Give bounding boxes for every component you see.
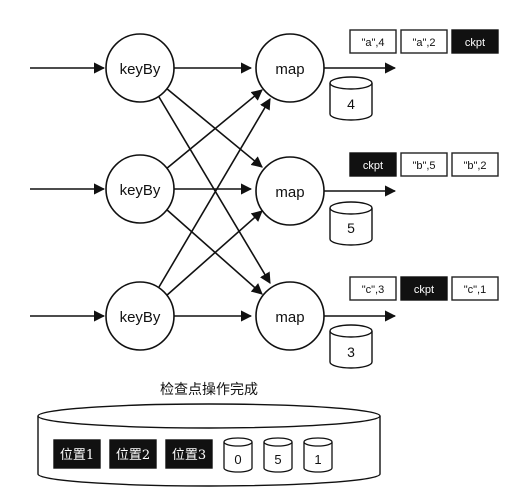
checkpoint-barrier: ckpt: [349, 152, 397, 177]
input-arrows: [30, 62, 106, 322]
map-label-3: map: [275, 309, 304, 326]
checkpoint-position: 位置1: [53, 439, 101, 469]
map-label-2: map: [275, 184, 304, 201]
record-label: "c",3: [362, 284, 384, 296]
state-cylinder-2: 5: [329, 201, 373, 246]
record-item: "a",2: [400, 29, 448, 54]
edge-k2-m3: [165, 208, 263, 295]
checkpoint-position-label: 位置1: [60, 448, 94, 463]
checkpoint-position: 位置3: [165, 439, 213, 469]
checkpoint-position: 位置2: [109, 439, 157, 469]
record-label: ckpt: [414, 284, 434, 296]
edge-k1-m2: [165, 87, 263, 168]
map-node-2: map: [255, 156, 325, 226]
edge-k3-m1: [158, 98, 271, 288]
edge-k3-m2: [165, 210, 263, 297]
edge-k2-m1: [165, 89, 263, 170]
map-label-1: map: [275, 61, 304, 78]
checkpoint-position-label: 位置3: [172, 448, 206, 463]
checkpoint-barrier: ckpt: [400, 276, 448, 301]
checkpoint-title: 检查点操作完成: [160, 382, 258, 398]
checkpoint-state-cylinder: 5: [263, 437, 293, 473]
checkpoint-state-cylinder: 0: [223, 437, 253, 473]
record-queues: "a",4 "a",2 ckpt ckpt "b",5 "b",2 "c",3 ckpt "c"…: [349, 29, 499, 301]
keyby-label-3: keyBy: [120, 309, 161, 326]
state-cylinder-1: 4: [329, 76, 373, 121]
record-item: "a",4: [349, 29, 397, 54]
state-value-1: 4: [347, 96, 355, 112]
state-value-3: 3: [347, 344, 355, 360]
record-label: "b",2: [463, 160, 486, 172]
shuffle-edges: [158, 62, 271, 322]
keyby-node-2: keyBy: [105, 154, 175, 224]
checkpoint-barrier: ckpt: [451, 29, 499, 54]
checkpoint-state-value: 5: [274, 452, 281, 467]
edge-k1-m3: [158, 96, 271, 284]
checkpoint-panel: 检查点操作完成 位置1 位置2 位置3 0 5 1: [37, 382, 381, 487]
checkpoint-positions: 位置1 位置2 位置3: [53, 439, 213, 469]
record-item: "c",3: [349, 276, 397, 301]
keyby-label-1: keyBy: [120, 61, 161, 78]
record-label: "c",1: [464, 284, 486, 296]
record-label: "a",2: [412, 37, 435, 49]
checkpoint-state-value: 1: [314, 452, 321, 467]
map-node-1: map: [255, 33, 325, 103]
output-arrows: [323, 62, 397, 322]
record-item: "b",2: [451, 152, 499, 177]
checkpoint-states: 0 5 1: [223, 437, 333, 473]
keyby-node-1: keyBy: [105, 33, 175, 103]
state-cylinder-3: 3: [329, 324, 373, 369]
map-node-3: map: [255, 281, 325, 351]
keyby-label-2: keyBy: [120, 182, 161, 199]
record-label: ckpt: [465, 37, 485, 49]
record-label: "a",4: [361, 37, 384, 49]
keyby-node-3: keyBy: [105, 281, 175, 351]
record-label: "b",5: [412, 160, 435, 172]
record-label: ckpt: [363, 160, 383, 172]
state-value-2: 5: [347, 220, 355, 236]
record-item: "b",5: [400, 152, 448, 177]
map-operators: map map map: [255, 33, 325, 351]
record-item: "c",1: [451, 276, 499, 301]
checkpoint-state-cylinder: 1: [303, 437, 333, 473]
keyby-operators: keyBy keyBy keyBy: [105, 33, 175, 351]
checkpoint-position-label: 位置2: [116, 448, 150, 463]
state-stores: 4 5 3: [329, 76, 373, 369]
checkpoint-state-value: 0: [234, 452, 241, 467]
